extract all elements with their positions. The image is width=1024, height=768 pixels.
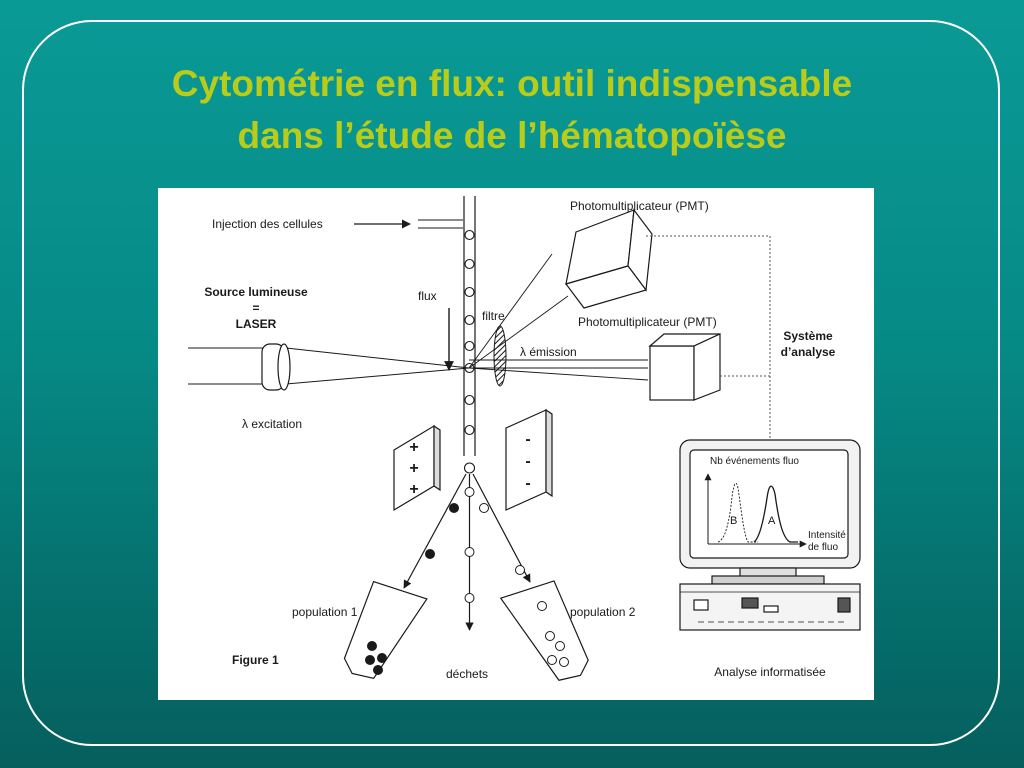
flow-column [463, 196, 476, 456]
system-label-2: d’analyse [781, 345, 836, 359]
pmt-top-icon [564, 208, 653, 309]
source-equals: = [252, 301, 259, 315]
system-label-1: Système [783, 329, 833, 343]
flux-label: flux [418, 289, 437, 303]
population-2-label: population 2 [570, 605, 636, 619]
injection-arrow [354, 219, 463, 229]
injection-label: Injection des cellules [212, 217, 323, 231]
pmt-top-label: Photomultiplicateur (PMT) [570, 199, 709, 213]
flow-cytometry-figure: Injection des cellules flux Source lumin… [158, 188, 874, 700]
laser-label: LASER [236, 317, 277, 331]
sort-stream-center [464, 474, 475, 631]
tube-population-2 [499, 580, 589, 681]
tube-population-1 [343, 580, 428, 680]
computer-monitor-icon [679, 439, 861, 585]
population-1-label: population 1 [292, 605, 358, 619]
positive-deflection-plate [393, 424, 441, 512]
filter-icon [493, 325, 507, 387]
histogram-plot [704, 473, 807, 548]
emission-beam-3 [468, 367, 649, 381]
title-line-2: dans l’étude de l’hématopoïèse [237, 115, 787, 156]
excitation-label: λ excitation [242, 417, 302, 431]
pmt-middle-icon [648, 333, 721, 401]
figure-label: Figure 1 [232, 653, 279, 667]
cells-in-flow [463, 229, 476, 474]
pmt-middle-label: Photomultiplicateur (PMT) [578, 315, 717, 329]
negative-deflection-plate [505, 408, 553, 511]
histogram-y-label: Nb événements fluo [710, 456, 799, 467]
minus-sign-2: - [525, 453, 530, 470]
pmt-top-beam [468, 253, 569, 369]
computer-analysis-label: Analyse informatisée [714, 665, 826, 679]
laser-lens-icon [261, 343, 291, 391]
plus-sign-3: + [409, 481, 418, 498]
slide-frame [22, 20, 1000, 746]
sort-stream-right [472, 473, 531, 583]
analysis-connection-lines [646, 235, 771, 440]
laser-beam [188, 347, 470, 385]
emission-label: λ émission [520, 345, 577, 359]
plus-sign-2: + [409, 460, 418, 477]
peak-b-label: B [730, 515, 737, 527]
filter-label: filtre [482, 309, 505, 323]
computer-case-icon [679, 583, 861, 631]
slide-title: Cytométrie en flux: outil indispensable … [0, 58, 1024, 162]
waste-label: déchets [446, 667, 488, 681]
source-label: Source lumineuse [204, 285, 308, 299]
plus-sign-1: + [409, 439, 418, 456]
title-line-1: Cytométrie en flux: outil indispensable [171, 63, 853, 104]
histogram-x-label-2: de fluo [808, 542, 838, 553]
minus-sign-3: - [525, 475, 530, 492]
peak-a-label: A [768, 515, 776, 527]
minus-sign-1: - [525, 431, 530, 448]
histogram-x-label-1: Intensité [808, 530, 846, 541]
